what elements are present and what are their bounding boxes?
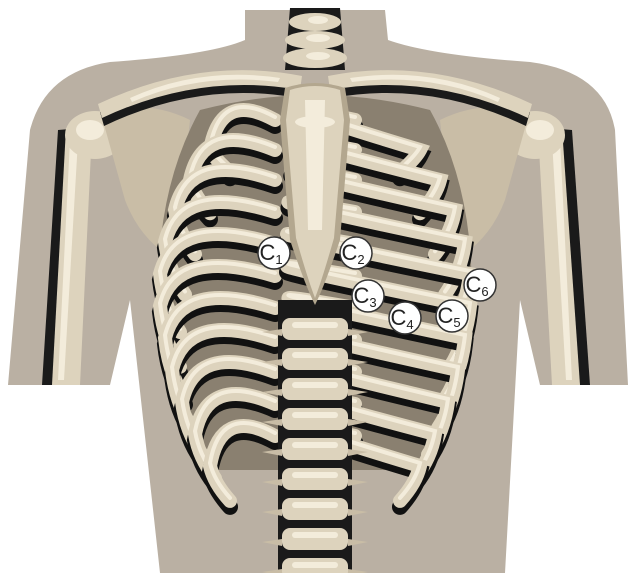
electrode-c6: C6: [464, 269, 496, 301]
cervical-spine: [283, 8, 347, 70]
electrode-c3: C3: [352, 280, 384, 312]
electrode-c4: C4: [389, 302, 421, 334]
electrode-c2: C2: [340, 237, 372, 269]
electrode-c1: C1: [258, 237, 290, 269]
electrode-c5: C5: [436, 300, 468, 332]
